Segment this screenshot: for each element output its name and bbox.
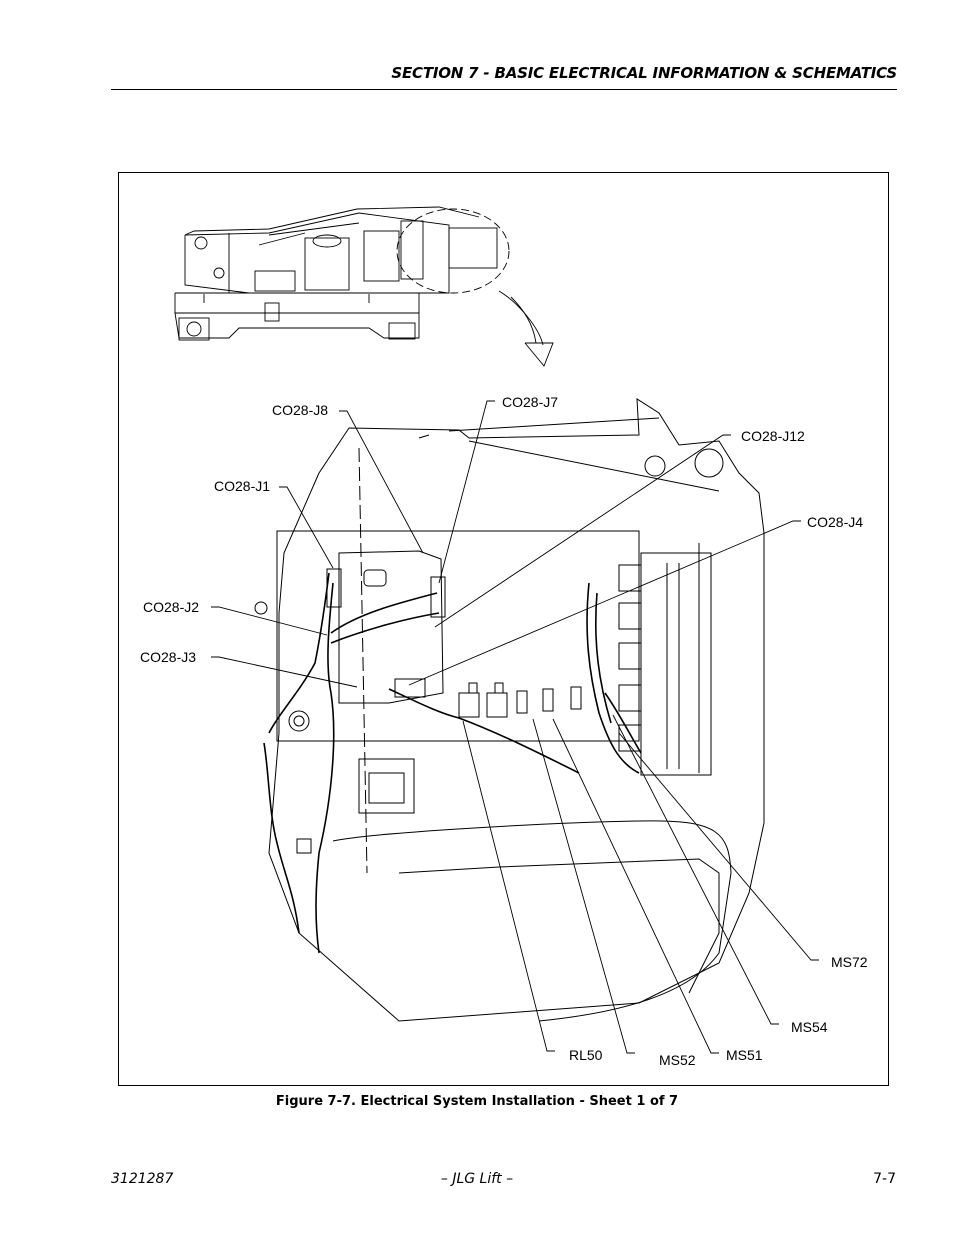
leader-lines [211,400,819,1054]
footer-brand: – JLG Lift – [440,1171,514,1187]
overview-machine-sketch [174,206,510,341]
main-detail-view [254,398,765,1022]
callout-co28-j1: CO28-J1 [214,478,271,494]
callout-co28-j4: CO28-J4 [807,514,864,530]
footer-doc-number: 3121287 [111,1171,174,1187]
callout-ms51: MS51 [726,1047,763,1063]
pointer-arrow [498,290,554,367]
callout-co28-j12: CO28-J12 [741,428,805,444]
figure-frame: CO28-J8 CO28-J7 CO28-J12 CO28-J1 CO28-J4… [118,172,889,1086]
header-rule [111,89,897,90]
wiring-harness [263,572,642,954]
callout-rl50: RL50 [569,1047,603,1063]
callout-co28-j8: CO28-J8 [272,402,329,418]
callout-ms52: MS52 [659,1052,696,1068]
figure-caption: Figure 7-7. Electrical System Installati… [275,1094,679,1109]
section-header: SECTION 7 - BASIC ELECTRICAL INFORMATION… [391,64,897,82]
callout-ms54: MS54 [791,1019,828,1035]
footer-page-number: 7-7 [873,1171,896,1187]
callout-ms72: MS72 [831,954,868,970]
callout-co28-j7: CO28-J7 [502,394,559,410]
callout-co28-j3: CO28-J3 [140,649,197,665]
electrical-installation-drawing [174,206,819,1054]
callout-co28-j2: CO28-J2 [143,599,200,615]
